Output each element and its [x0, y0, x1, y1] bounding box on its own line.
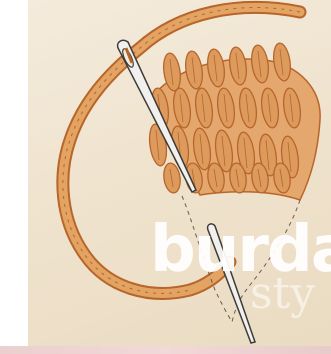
needle-icon — [118, 40, 196, 192]
watermark-sub: sty — [250, 272, 315, 316]
bottom-edge-strip — [0, 346, 331, 354]
